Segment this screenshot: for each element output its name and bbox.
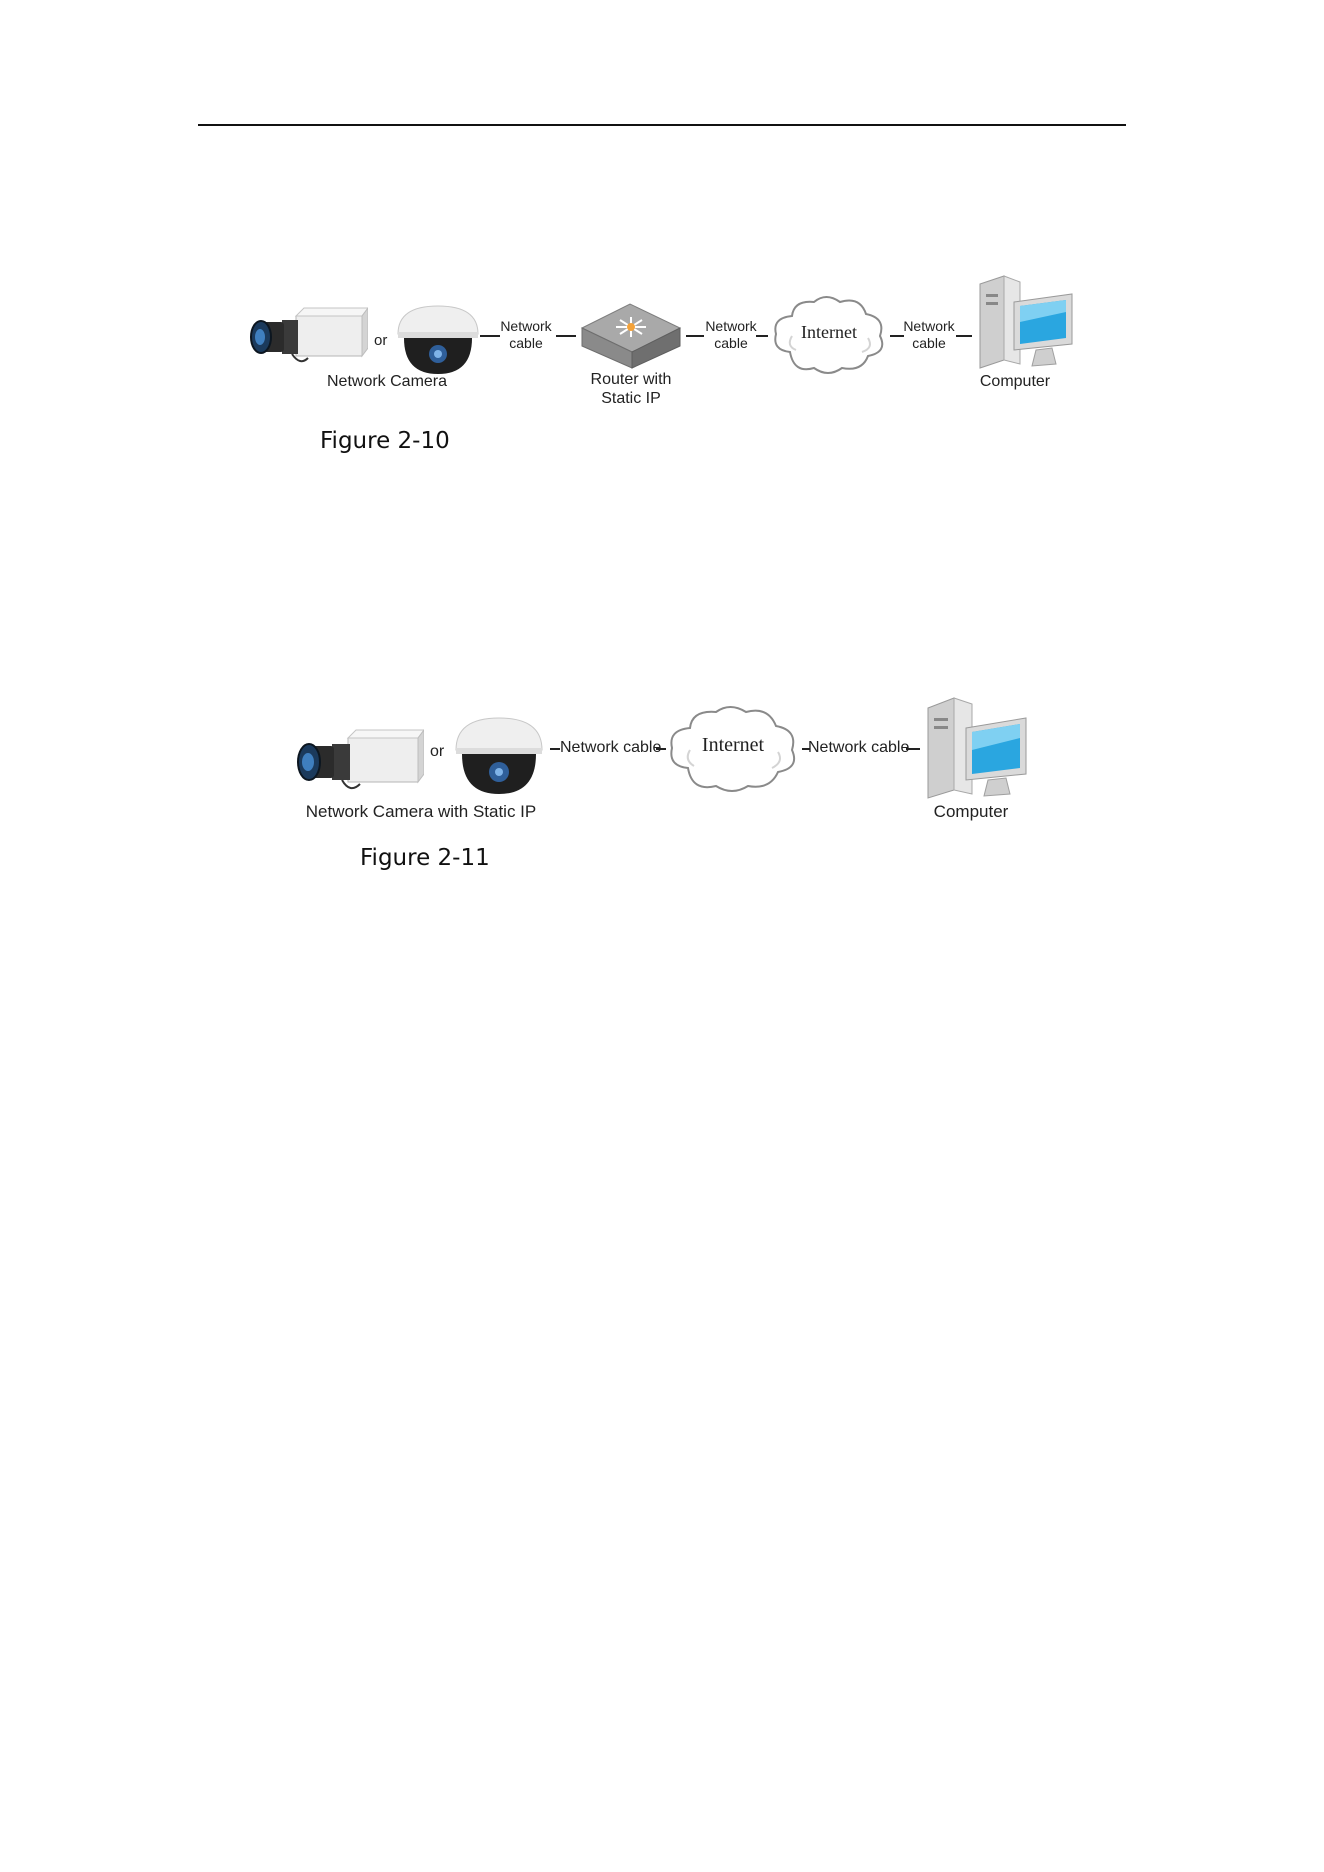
figure-2-11-caption: Figure 2-11 <box>360 845 490 871</box>
dome-camera-icon <box>396 304 480 376</box>
figure-2-11-diagram: or Network cable Internet Network cable … <box>0 690 1324 870</box>
cable-label-3: Network cable <box>900 318 958 352</box>
box-camera-icon <box>248 302 368 374</box>
computer-label: Computer <box>920 802 1022 822</box>
router-label-line-2: Static IP <box>578 389 684 408</box>
cable-label-2-line-2: cable <box>702 335 760 352</box>
cable-label-2: Network cable <box>702 318 760 352</box>
router-icon <box>578 300 684 372</box>
cable-label-2-line-1: Network <box>702 318 760 335</box>
cable-label-1-line-2: cable <box>496 335 556 352</box>
cable-label-1-line-1: Network <box>496 318 556 335</box>
figure-2-10-caption: Figure 2-10 <box>320 428 450 454</box>
internet-label: Internet <box>770 322 888 343</box>
dome-camera-icon <box>454 716 544 796</box>
internet-label: Internet <box>666 734 800 757</box>
cable-line-2b <box>906 748 920 750</box>
camera-label: Network Camera with Static IP <box>296 802 546 822</box>
box-camera-icon <box>294 724 424 802</box>
figure-2-10-diagram: or Network cable Router with Static IP N… <box>0 260 1324 460</box>
cable-line-1b <box>656 748 666 750</box>
cable-label-3-line-1: Network <box>900 318 958 335</box>
camera-label: Network Camera <box>318 372 456 391</box>
cable-line-3b <box>956 335 972 337</box>
router-label: Router with Static IP <box>578 370 684 408</box>
cable-label-1: Network cable <box>560 738 661 757</box>
computer-label: Computer <box>960 372 1070 391</box>
cable-line-1a <box>480 335 500 337</box>
or-label: or <box>374 332 387 350</box>
cable-line-2b <box>756 335 768 337</box>
cable-line-1a <box>550 748 560 750</box>
computer-icon <box>974 272 1074 372</box>
cable-label-1: Network cable <box>496 318 556 352</box>
header-rule <box>198 124 1126 126</box>
computer-icon <box>922 694 1028 802</box>
or-label: or <box>430 742 444 761</box>
cable-label-2: Network cable <box>808 738 909 757</box>
cable-line-1b <box>556 335 576 337</box>
cable-label-3-line-2: cable <box>900 335 958 352</box>
router-label-line-1: Router with <box>578 370 684 389</box>
